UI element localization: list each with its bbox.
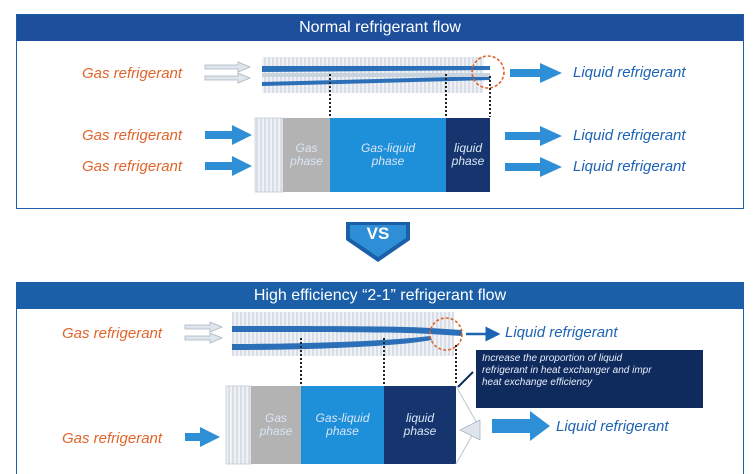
top-row1-gas-arrows	[204, 61, 252, 84]
top-row1-liquid-arrow	[510, 63, 562, 83]
top-tube-upper	[262, 66, 490, 72]
bottom-row2-gas-label: Gas refrigerant	[62, 430, 163, 447]
top-gas-phase-label: Gas phase	[290, 141, 323, 168]
top-phase-bar	[205, 117, 562, 193]
vs-label: VS	[366, 224, 390, 243]
high-efficiency-flow-panel: High efficiency “2-1” refrigerant flow	[16, 282, 744, 474]
top-row3-liquid-label: Liquid refrigerant	[573, 158, 686, 175]
callout-pointer	[457, 371, 474, 388]
bottom-gas-phase-label: Gas phase	[259, 411, 293, 438]
bottom-liquid-phase-label: liquid phase	[403, 411, 437, 438]
efficiency-callout: Increase the proportion of liquid refrig…	[476, 350, 703, 408]
bottom-row2-gas-arrow	[185, 427, 220, 447]
bottom-gasliquid-phase-label: Gas-liquid phase	[315, 411, 370, 438]
top-row2-gas-label: Gas refrigerant	[82, 127, 183, 144]
high-efficiency-flow-title: High efficiency “2-1” refrigerant flow	[17, 283, 743, 309]
bottom-tube-lower	[232, 336, 432, 350]
bottom-tube-upper	[232, 326, 462, 336]
top-row2-gas-arrow	[205, 125, 252, 145]
top-row1-liquid-label: Liquid refrigerant	[573, 64, 686, 81]
top-liquid-phase-label: liquid phase	[451, 141, 485, 168]
top-gasliquid-phase-label: Gas-liquid phase	[360, 141, 416, 168]
top-row1-gas-label: Gas refrigerant	[82, 65, 183, 82]
bottom-row1-gas-arrows	[184, 321, 224, 344]
top-row3-liquid-arrow	[505, 157, 562, 177]
top-row3-gas-arrow	[205, 156, 252, 176]
bottom-row2-liquid-label: Liquid refrigerant	[556, 418, 669, 435]
top-row2-liquid-arrow	[505, 126, 562, 146]
normal-flow-title: Normal refrigerant flow	[17, 15, 743, 41]
bottom-highlight-circle	[429, 317, 463, 351]
vs-chevron	[346, 222, 410, 262]
bottom-phase-bar	[185, 371, 550, 465]
bottom-row1-gas-label: Gas refrigerant	[62, 325, 163, 342]
bottom-tube-assembly	[184, 312, 501, 385]
bottom-row1-liquid-label: Liquid refrigerant	[505, 324, 618, 341]
top-row3-gas-label: Gas refrigerant	[82, 158, 183, 175]
bottom-row2-liquid-arrow	[492, 411, 550, 441]
top-tube-assembly	[204, 55, 562, 117]
top-highlight-circle	[471, 55, 505, 89]
top-row2-liquid-label: Liquid refrigerant	[573, 127, 686, 144]
top-tube-lower	[262, 76, 490, 86]
